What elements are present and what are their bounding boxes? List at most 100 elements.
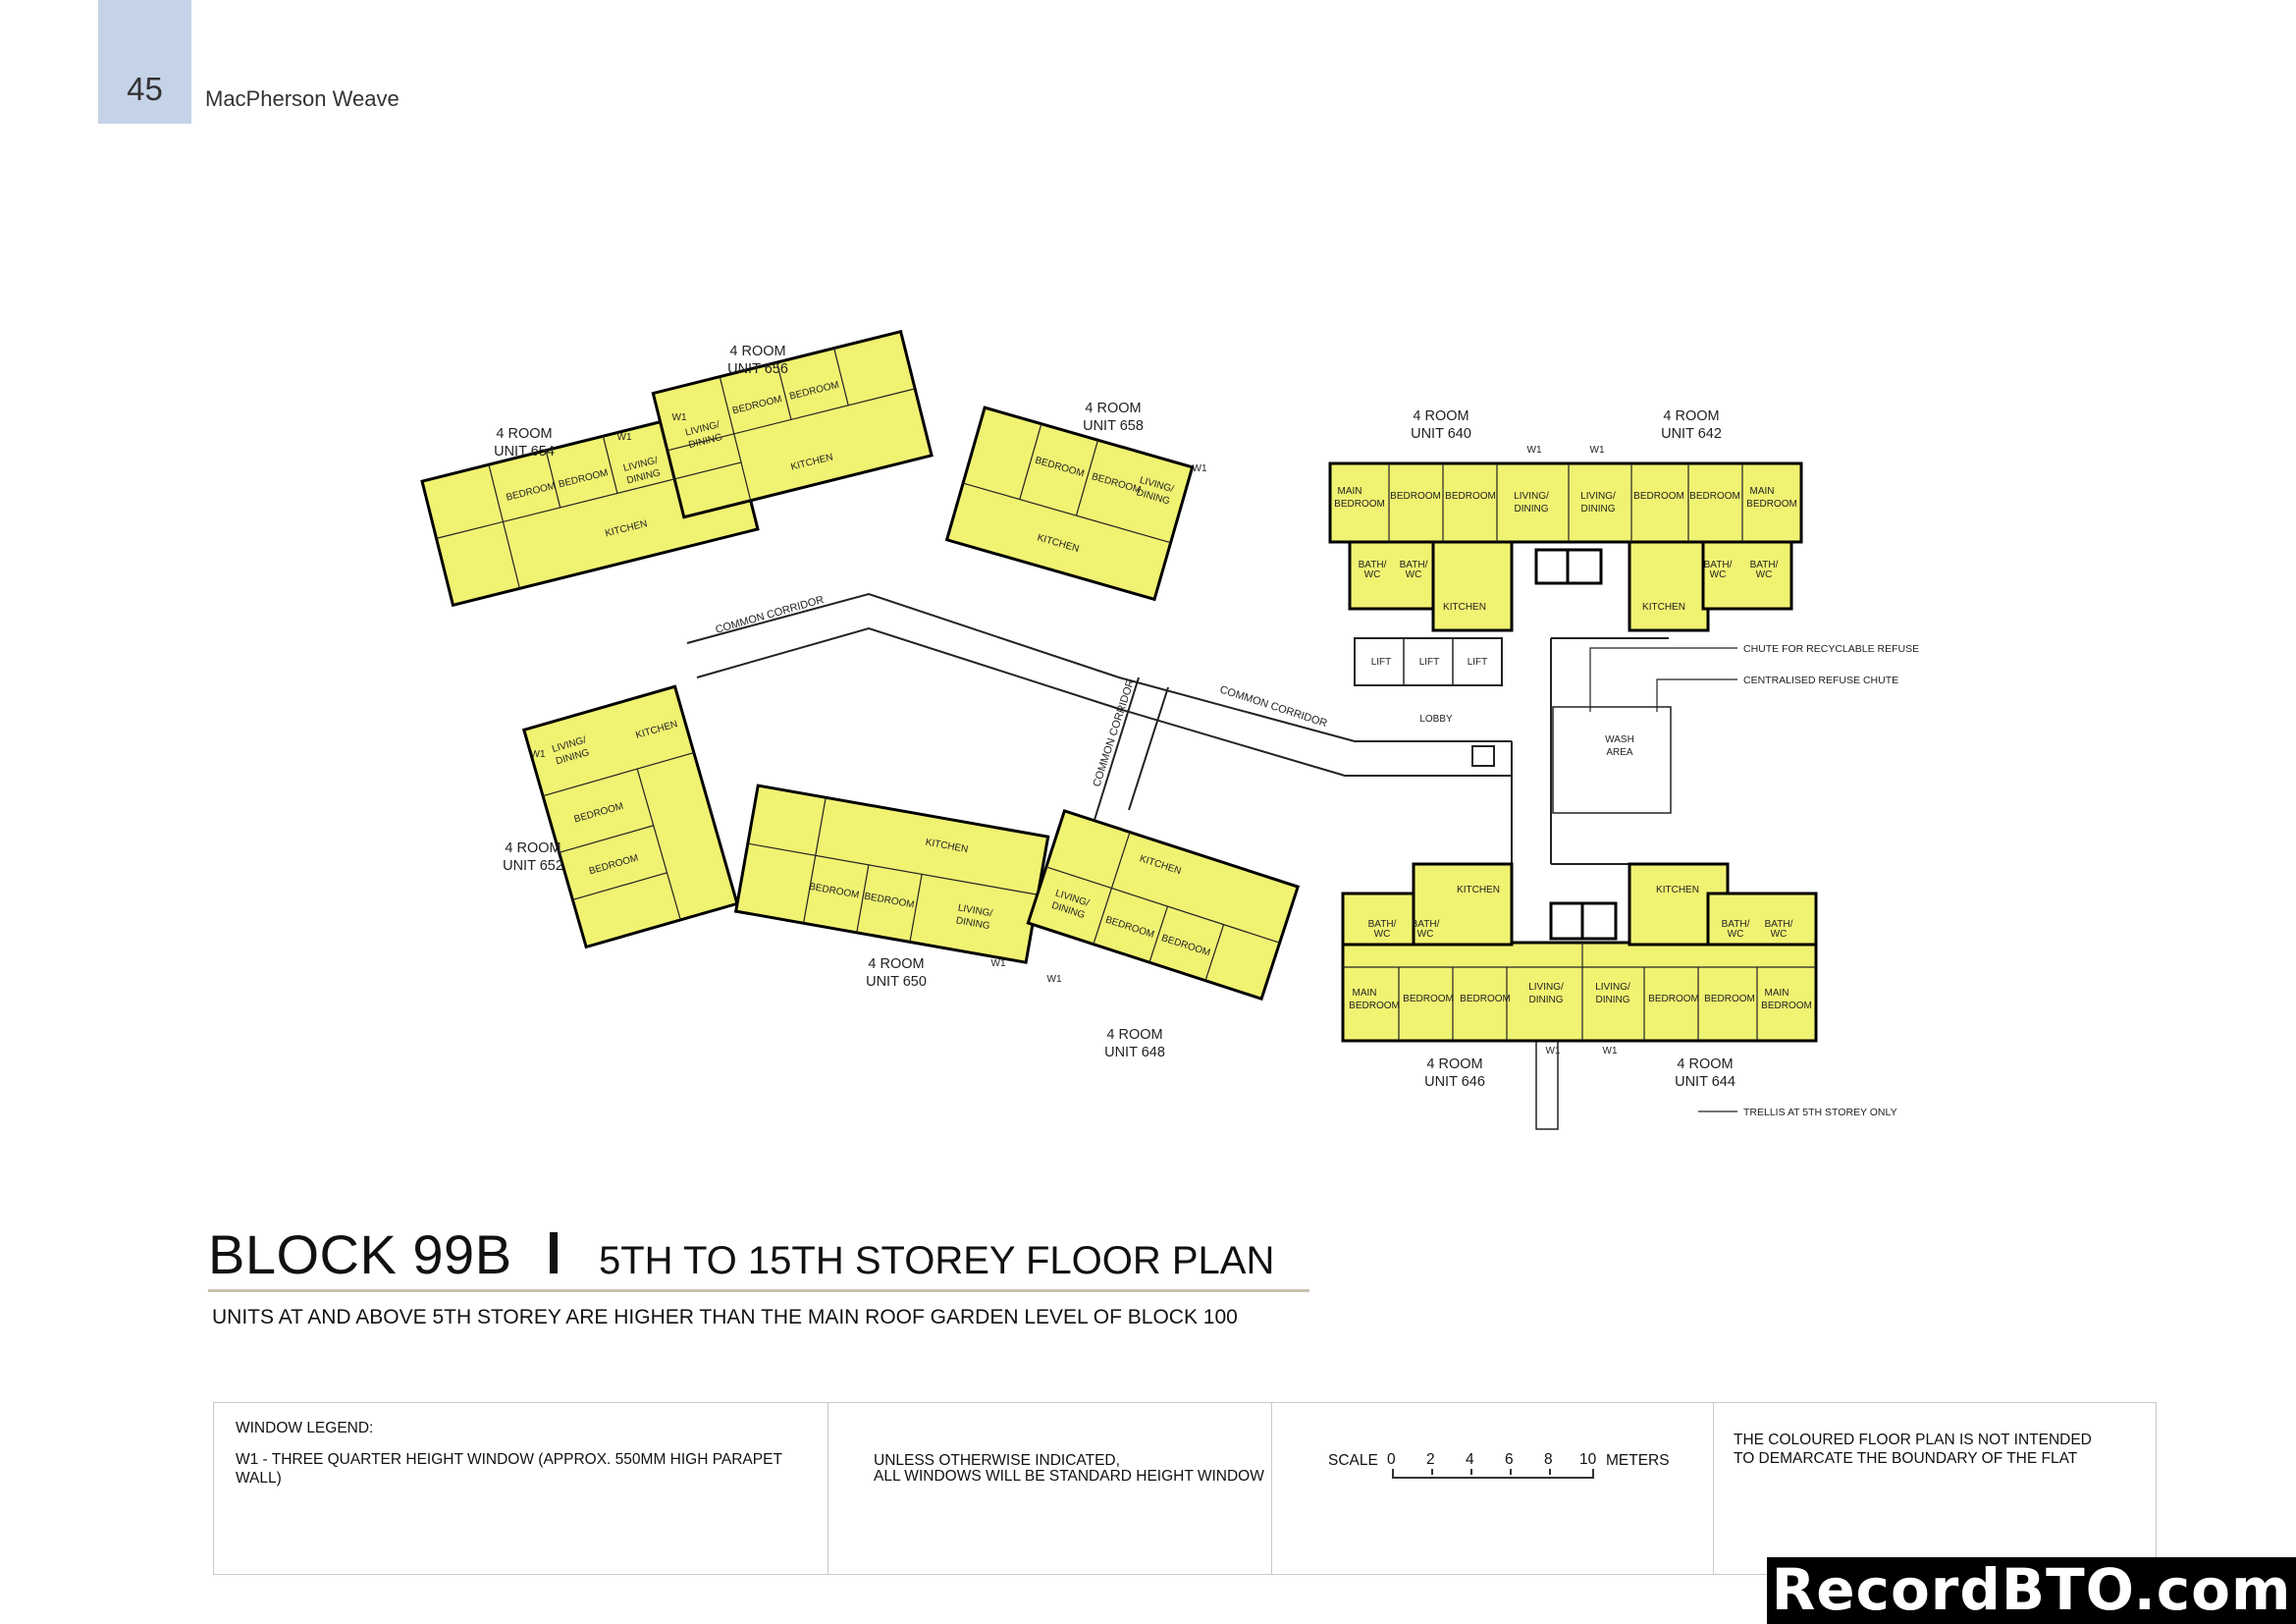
unit-646-type: 4 ROOM <box>1426 1056 1482 1072</box>
room-label: DINING <box>1581 504 1616 514</box>
scale-tick-label: 6 <box>1505 1451 1514 1468</box>
room-label: MAIN <box>1338 486 1362 497</box>
room-label: BATH/ <box>1750 560 1779 570</box>
room-label: MAIN <box>1765 988 1789 999</box>
room-label: LIVING/ <box>1580 491 1616 502</box>
room-label: W1 <box>1527 445 1542 456</box>
room-label: WC <box>1728 929 1744 940</box>
standard-window-line2: ALL WINDOWS WILL BE STANDARD HEIGHT WIND… <box>874 1468 1264 1485</box>
scale-tick <box>1549 1469 1551 1475</box>
page-number: 45 <box>127 71 163 107</box>
room-label: BEDROOM <box>1349 1001 1400 1011</box>
common-corridor-label: COMMON CORRIDOR <box>1218 683 1328 730</box>
scale-tick-label: 0 <box>1387 1451 1396 1468</box>
chute-recyclable-label: CHUTE FOR RECYCLABLE REFUSE <box>1743 643 1919 655</box>
room-label: WC <box>1374 929 1391 940</box>
room-label: W1 <box>1603 1046 1618 1056</box>
room-label: KITCHEN <box>1642 602 1685 613</box>
title-rule <box>208 1289 1309 1292</box>
room-label: WC <box>1364 569 1381 580</box>
window-legend-cell: WINDOW LEGEND: W1 - THREE QUARTER HEIGHT… <box>214 1403 828 1574</box>
scale-unit: METERS <box>1606 1452 1670 1469</box>
corridor-lines <box>686 592 1672 1130</box>
room-label: BATH/ <box>1722 919 1750 930</box>
room-label: LIVING/ <box>1514 491 1549 502</box>
room-label: BATH/ <box>1400 560 1428 570</box>
watermark: RecordBTO.com <box>1767 1557 2296 1624</box>
room-label: BATH/ <box>1368 919 1397 930</box>
room-label: BEDROOM <box>1746 499 1797 510</box>
room-label: BEDROOM <box>1390 491 1441 502</box>
unit-648-block <box>1026 808 1301 1001</box>
unit-654-656-cluster <box>420 329 934 608</box>
disclaimer-line1: THE COLOURED FLOOR PLAN IS NOT INTENDED <box>1734 1432 2092 1448</box>
room-label: BEDROOM <box>1648 994 1699 1004</box>
room-label: WASH <box>1605 734 1634 745</box>
unit-644-type: 4 ROOM <box>1677 1056 1733 1072</box>
unit-646-644-block <box>1341 862 1818 1043</box>
room-label: DINING <box>1515 504 1549 514</box>
document-title: MacPherson Weave <box>205 86 400 111</box>
unit-648-number: UNIT 648 <box>1104 1045 1165 1060</box>
scale-cell: SCALE METERS <box>1272 1403 1714 1574</box>
unit-648-type: 4 ROOM <box>1106 1027 1162 1043</box>
room-label: LIFT <box>1371 657 1392 668</box>
room-label: LIFT <box>1419 657 1440 668</box>
room-label: KITCHEN <box>1443 602 1486 613</box>
unit-640-type: 4 ROOM <box>1413 408 1468 424</box>
legend-box: WINDOW LEGEND: W1 - THREE QUARTER HEIGHT… <box>213 1402 2157 1575</box>
scale-tick <box>1431 1469 1433 1475</box>
room-label: WC <box>1771 929 1788 940</box>
unit-658-type: 4 ROOM <box>1085 401 1141 416</box>
room-label: WC <box>1406 569 1422 580</box>
room-label: W1 <box>991 958 1006 969</box>
room-label: W1 <box>1047 974 1062 985</box>
room-label: LIFT <box>1468 657 1488 668</box>
room-labels: MAIN BEDROOM BEDROOM BEDROOM LIVING/ DIN… <box>531 412 1812 1056</box>
room-label: KITCHEN <box>1656 885 1699 895</box>
page-tab <box>98 0 191 124</box>
unit-640-642-block <box>1328 461 1803 632</box>
scale-tick <box>1470 1469 1472 1475</box>
corridor-labels: COMMON CORRIDOR COMMON CORRIDOR COMMON C… <box>715 594 1329 788</box>
unit-656-type: 4 ROOM <box>729 344 785 359</box>
unit-650-number: UNIT 650 <box>866 974 927 990</box>
disclaimer-cell: THE COLOURED FLOOR PLAN IS NOT INTENDED … <box>1714 1403 2156 1574</box>
scale-tick-label: 4 <box>1466 1451 1474 1468</box>
room-label: BATH/ <box>1359 560 1387 570</box>
scale-tick-label: 8 <box>1544 1451 1553 1468</box>
plan-annotations: CHUTE FOR RECYCLABLE REFUSE CENTRALISED … <box>1743 643 1919 1118</box>
room-label: W1 <box>1193 463 1207 474</box>
room-label: MAIN <box>1750 486 1775 497</box>
unit-650-block <box>733 784 1050 964</box>
unit-652-block <box>521 684 739 949</box>
room-label: DINING <box>1596 995 1630 1005</box>
room-label: BEDROOM <box>1633 491 1684 502</box>
room-label: BEDROOM <box>1704 994 1755 1004</box>
unit-652-type: 4 ROOM <box>505 840 561 856</box>
trellis-label: TRELLIS AT 5TH STOREY ONLY <box>1743 1107 1897 1118</box>
centralised-chute-label: CENTRALISED REFUSE CHUTE <box>1743 675 1898 686</box>
plan-subtitle: UNITS AT AND ABOVE 5TH STOREY ARE HIGHER… <box>212 1306 1238 1328</box>
disclaimer-line2: TO DEMARCATE THE BOUNDARY OF THE FLAT <box>1734 1450 2078 1467</box>
room-label: WC <box>1756 569 1773 580</box>
window-legend-heading: WINDOW LEGEND: <box>236 1420 374 1436</box>
room-label: LOBBY <box>1419 714 1453 725</box>
common-corridor-label: COMMON CORRIDOR <box>715 594 826 636</box>
standard-window-line1: UNLESS OTHERWISE INDICATED, <box>874 1452 1120 1469</box>
room-label: WC <box>1710 569 1727 580</box>
unit-654-type: 4 ROOM <box>496 426 552 442</box>
room-label: LIVING/ <box>1595 982 1630 993</box>
plan-title: 5TH TO 15TH STOREY FLOOR PLAN <box>599 1239 1275 1282</box>
unit-658-block <box>944 406 1195 602</box>
block-title: BLOCK 99B <box>208 1223 512 1285</box>
scale-tick <box>1510 1469 1512 1475</box>
unit-652-number: UNIT 652 <box>503 858 563 874</box>
unit-650-type: 4 ROOM <box>868 956 924 972</box>
room-label: W1 <box>672 412 687 423</box>
unit-644-number: UNIT 644 <box>1675 1074 1735 1090</box>
scale-bar <box>1392 1469 1594 1479</box>
scale-tick-label: 2 <box>1426 1451 1435 1468</box>
room-label: W1 <box>617 432 632 443</box>
